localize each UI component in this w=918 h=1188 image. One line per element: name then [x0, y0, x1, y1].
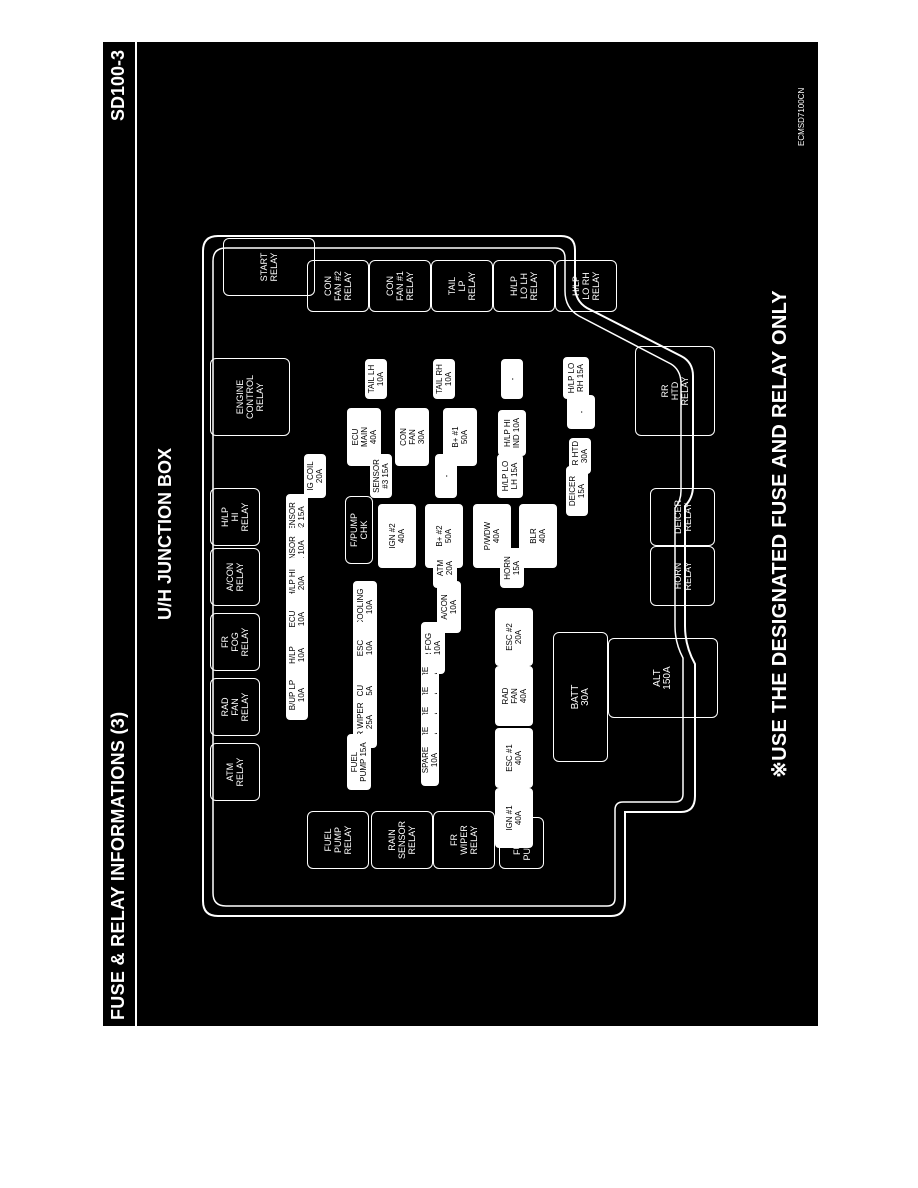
relay-atm: ATM RELAY	[210, 743, 260, 801]
fuse-bup-lp: B/UP LP 10A	[286, 670, 308, 720]
image-code: ECMSD7100CN	[797, 87, 806, 146]
relay-start: START RELAY	[223, 238, 315, 296]
caution-note: ※USE THE DESIGNATED FUSE AND RELAY ONLY	[769, 290, 791, 778]
relay-hlp-lo-rh: H/LP LO RH RELAY	[555, 260, 617, 312]
diagram-frame: FUSE & RELAY INFORMATIONS (3) SD100-3 U/…	[103, 42, 818, 1026]
fuse-fuel-pump-15a: FUEL PUMP 15A	[347, 734, 371, 790]
relay-fr-wiper: FR WIPER RELAY	[433, 811, 495, 869]
relay-con-fan2: CON FAN #2 RELAY	[307, 260, 369, 312]
relay-fpump-chk: F/PUMP CHK	[345, 496, 373, 564]
fuse-alt: ALT 150A	[608, 638, 718, 718]
relay-rad-fan: RAD FAN RELAY	[210, 678, 260, 736]
fuse-blank3: -	[435, 454, 457, 498]
fuse-blr: BLR 40A	[519, 504, 557, 568]
fuse-ign1: IGN #1 40A	[495, 788, 533, 848]
relay-horn: HORN RELAY	[650, 546, 715, 606]
fuse-tail-rh: TAIL RH 10A	[433, 359, 455, 399]
fuse-batt: BATT 30A	[553, 632, 608, 762]
fuse-con-fan: CON FAN 30A	[395, 408, 429, 466]
relay-deicer: DEICER RELAY	[650, 488, 715, 546]
fuse-ign2: IGN #2 40A	[378, 504, 416, 568]
relay-rr-htd: RR HTD RELAY	[635, 346, 715, 436]
fuse-hlp-lo-rh-15a: H/LP LO RH 15A	[563, 357, 589, 399]
fuse-horn-15a: HORN 15A	[500, 548, 524, 588]
fuse-rad-fan-40a: RAD FAN 40A	[495, 666, 533, 726]
fuse-blank2: -	[567, 395, 595, 429]
relay-hlp-hi: H/LP HI RELAY	[210, 488, 260, 546]
relay-acon: A/CON RELAY	[210, 548, 260, 606]
relay-con-fan1: CON FAN #1 RELAY	[369, 260, 431, 312]
fuse-deicer-15a: DEICER 15A	[566, 466, 588, 516]
fuse-hlp-hi-ind: H/LP HI IND 10A	[498, 410, 526, 456]
fuse-esc1: ESC #1 40A	[495, 728, 533, 788]
fuse-esc2: ESC #2 20A	[495, 608, 533, 666]
fuse-spare10: SPARE 10A	[421, 734, 439, 786]
junction-box-outline	[202, 235, 696, 917]
fuse-ig-coil: IG COIL 20A	[304, 454, 326, 498]
rotated-content: FUSE & RELAY INFORMATIONS (3) SD100-3 U/…	[103, 42, 818, 1026]
fuse-sensor3: SENSOR #3 15A	[370, 454, 392, 498]
relay-fuel-pump: FUEL PUMP RELAY	[307, 811, 369, 869]
relay-tail-lp: TAIL LP RELAY	[431, 260, 493, 312]
relay-hlp-lo-lh: H/LP LO LH RELAY	[493, 260, 555, 312]
fuse-blank1: -	[501, 359, 523, 399]
relay-engine-control: ENGINE CONTROL RELAY	[210, 358, 290, 436]
fuse-tail-lh: TAIL LH 10A	[365, 359, 387, 399]
relay-fr-fog: FR FOG RELAY	[210, 613, 260, 671]
fuse-hlp-lo-lh-15a: H/LP LO LH 15A	[497, 454, 523, 498]
relay-rain-sensor: RAIN SENSOR RELAY	[371, 811, 433, 869]
